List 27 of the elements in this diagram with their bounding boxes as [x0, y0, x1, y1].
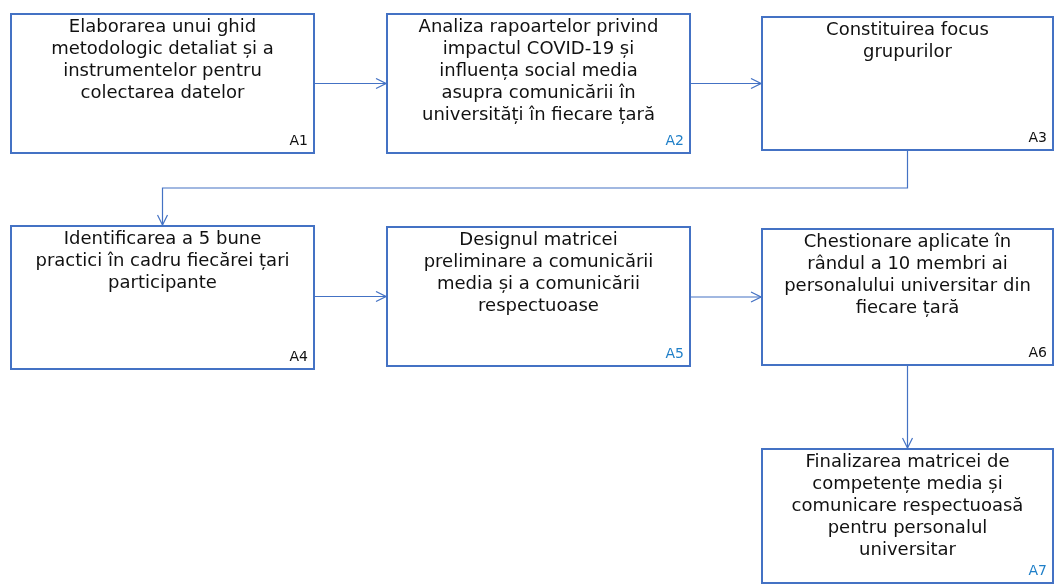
step-code: A2	[665, 132, 684, 149]
process-box	[761, 16, 1054, 151]
step-text: Finalizarea matricei de competențe media și comunicare respectuoasă pentru personalul universitar	[790, 450, 1025, 560]
arrow	[314, 77, 387, 90]
arrow	[690, 291, 762, 303]
step-code: A6	[1028, 344, 1047, 361]
step-text: Analiza rapoartelor privind impactul COVID-19 și influența social media asupra comunicării în universități în fiecare țară	[417, 15, 660, 125]
process-box	[386, 13, 691, 154]
step-text: Elaborarea unui ghid metodologic detaliat și a instrumentelor pentru colectarea datelor	[50, 15, 275, 103]
step-code: A5	[665, 345, 684, 362]
arrow	[156, 150, 909, 226]
arrow	[314, 290, 387, 303]
arrow	[690, 77, 762, 90]
step-code: A3	[1028, 129, 1047, 146]
step-code: A4	[289, 348, 308, 365]
process-box	[761, 228, 1054, 366]
step-code: A7	[1028, 562, 1047, 579]
step-text: Identificarea a 5 bune practici în cadru fiecărei țari participante	[34, 227, 291, 293]
process-box	[386, 226, 691, 367]
process-box	[10, 13, 315, 154]
step-text: Chestionare aplicate în rândul a 10 membri ai personalului universitar din fiecare țară	[783, 230, 1032, 318]
step-text: Constituirea focus grupurilor	[825, 18, 990, 62]
step-text: Designul matricei preliminare a comunicării media și a comunicării respectuoase	[422, 228, 655, 316]
arrow	[901, 365, 914, 449]
process-box	[10, 225, 315, 370]
step-code: A1	[289, 132, 308, 149]
process-box	[761, 448, 1054, 584]
